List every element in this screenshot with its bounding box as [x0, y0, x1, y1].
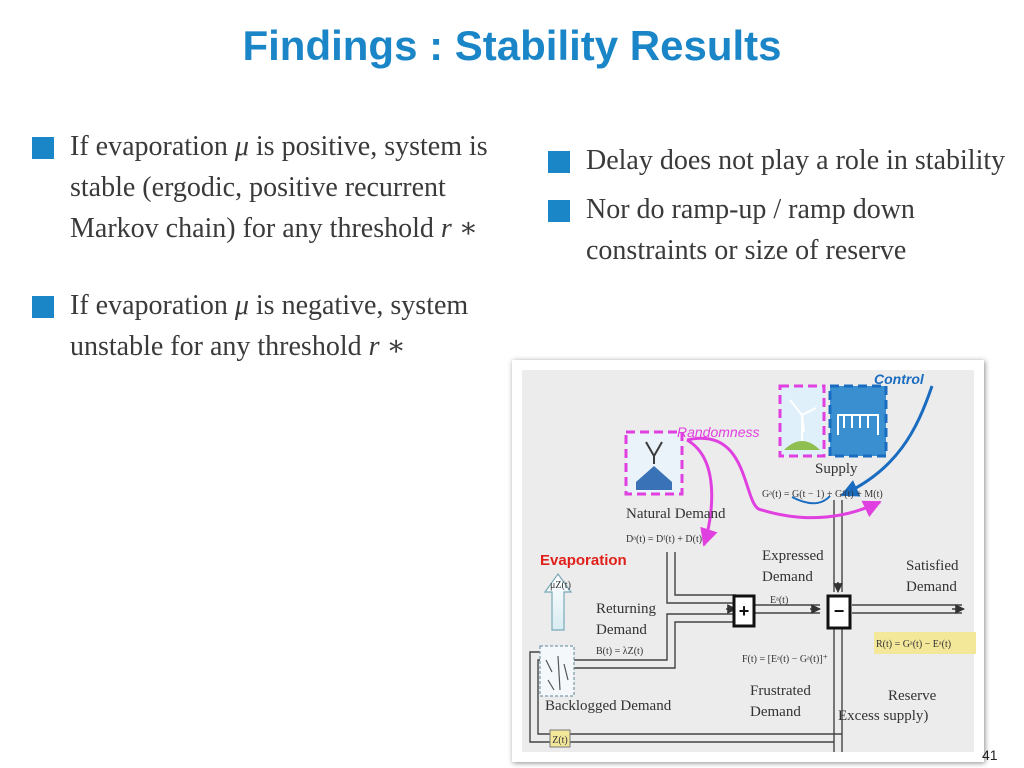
- bullet-text: Nor do ramp-up / ramp down constraints o…: [586, 194, 915, 266]
- frustrated-formula: F(t) = [Eᵃ(t) − Gᵃ(t)]⁺: [742, 654, 828, 665]
- returning-demand-formula: B(t) = λZ(t): [596, 646, 643, 657]
- right-bullet-list: Delay does not play a role in stability …: [548, 140, 1018, 271]
- plus-sign: +: [739, 601, 750, 621]
- bullet-delay: Delay does not play a role in stability: [548, 140, 1018, 181]
- control-arrow: [840, 385, 934, 497]
- threshold-symbol: r ∗: [368, 331, 406, 362]
- evaporation-formula: μZ(t): [550, 580, 571, 591]
- bullet-text: Delay does not play a role in stability: [586, 145, 1006, 176]
- bullet-text: is negative, system unstable for any thr…: [70, 290, 469, 362]
- stability-diagram: + − Z(t) Control Randomness Supply Gᵃ(t)…: [512, 360, 984, 762]
- bullet-text: is positive, system is stable (ergodic, …: [70, 131, 488, 244]
- z-box: [549, 729, 571, 748]
- threshold-symbol: r ∗: [440, 213, 478, 244]
- bullet-square-icon: [548, 200, 570, 222]
- bullet-positive-evaporation: If evaporation μ is positive, system is …: [32, 126, 492, 249]
- left-bullet-list: If evaporation μ is positive, system is …: [32, 126, 492, 367]
- mu-symbol: μ: [234, 131, 249, 162]
- natural-demand-formula: Dᵃ(t) = Dᶠ(t) + D(t): [626, 534, 702, 545]
- minus-junction: [826, 594, 852, 630]
- plus-junction: [732, 594, 756, 628]
- mu-symbol: μ: [234, 290, 249, 321]
- bullet-square-icon: [32, 137, 54, 159]
- flow-pipes: [529, 500, 962, 752]
- control-label: Control: [874, 371, 925, 387]
- bullet-square-icon: [548, 151, 570, 173]
- evaporation-arrow-icon: [543, 572, 573, 631]
- z-label: Z(t): [552, 735, 568, 746]
- slide-number: 41: [982, 747, 998, 763]
- power-plant-icon: [828, 384, 888, 458]
- diagram-background: [522, 370, 974, 752]
- slide-title: Findings : Stability Results: [242, 22, 782, 69]
- expressed-demand-formula: Eᵃ(t): [770, 595, 788, 606]
- bullet-square-icon: [32, 296, 54, 318]
- bullet-negative-evaporation: If evaporation μ is negative, system uns…: [32, 285, 492, 367]
- backlog-box-icon: [539, 645, 575, 697]
- bullet-text: If evaporation: [70, 290, 235, 321]
- supply-formula: Gᵃ(t) = G(t − 1) + Gᶠ(t) + M(t): [762, 489, 883, 500]
- minus-sign: −: [834, 601, 845, 621]
- reserve-label: Reserve: [888, 688, 937, 704]
- supply-label: Supply: [815, 461, 858, 477]
- bullet-ramp: Nor do ramp-up / ramp down constraints o…: [548, 189, 1018, 271]
- excess-supply-label: Excess supply): [838, 708, 928, 724]
- reserve-highlight: [874, 632, 976, 654]
- evaporation-label: Evaporation: [540, 552, 627, 569]
- bullet-text: If evaporation: [70, 131, 235, 162]
- diagram-svg: + − Z(t) Control Randomness Supply Gᵃ(t)…: [522, 370, 976, 752]
- natural-demand-label: Natural Demand: [626, 506, 726, 522]
- reserve-formula: R(t) = Gᵃ(t) − Eᵃ(t): [876, 639, 951, 650]
- backlogged-demand-label: Backlogged Demand: [545, 698, 672, 714]
- randomness-label: Randomness: [677, 424, 760, 440]
- randomness-arrow: [686, 436, 882, 520]
